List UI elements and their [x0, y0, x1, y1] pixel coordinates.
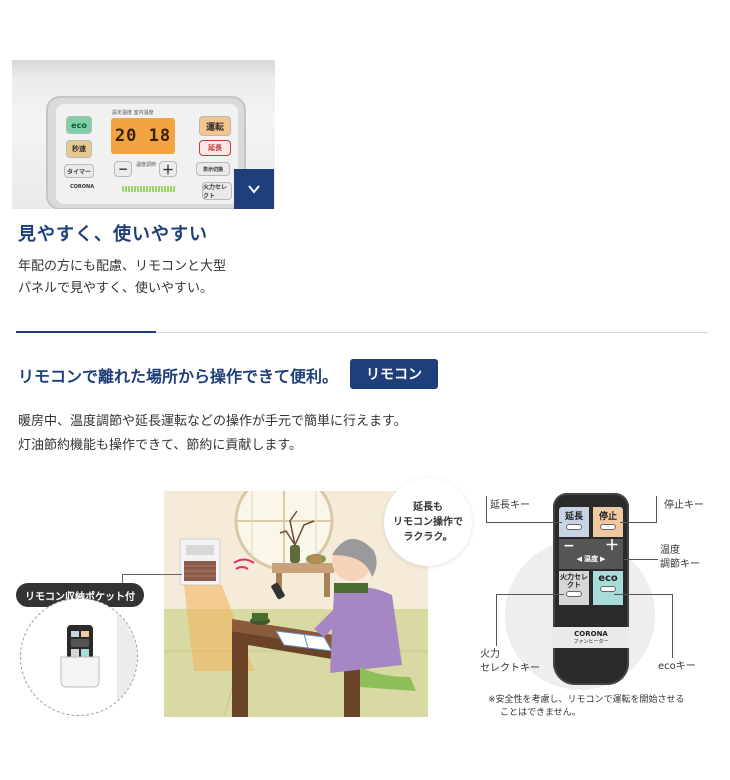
- callout-ondo: 温度 調節キー: [660, 545, 700, 570]
- control-panel-photo: eco 秒速 タイマー 設定温度 室内温度 20 18 − 温度調節 ＋ 運転 …: [12, 60, 275, 209]
- key-led-icon: [566, 591, 582, 597]
- description-line: 暖房中、温度調節や延長運転などの操作が手元で簡単に行えます。: [18, 414, 407, 429]
- speech-bubble-line: 延長も: [413, 501, 443, 513]
- expand-button[interactable]: [234, 169, 274, 209]
- panel-binkan-key: 秒速: [66, 140, 92, 158]
- remote-eco-key: eco: [593, 571, 623, 605]
- panel-karyoku-key: 火力セレクト: [202, 182, 232, 200]
- key-led-icon: [600, 586, 616, 592]
- heater-top-strip: [12, 60, 275, 82]
- remote-eco-label: eco: [598, 573, 618, 584]
- description-line: 灯油節約機能も操作できて、節約に貢献します。: [18, 438, 303, 453]
- remote-feature-description: 暖房中、温度調節や延長運転などの操作が手元で簡単に行えます。 灯油節約機能も操作…: [18, 410, 478, 458]
- panel-hyoji-key: 表示切換: [196, 162, 230, 176]
- safety-note-line: ことはできません。: [500, 708, 581, 718]
- callout-line: [620, 522, 657, 523]
- remote-ondo-plusminus: − ＋: [563, 539, 619, 553]
- callout-teishi: 停止キー: [664, 500, 704, 511]
- section-divider: [16, 332, 708, 333]
- callout-karyoku: 火力 セレクトキー: [480, 649, 540, 674]
- remote-brand-plate: CORONA ファンヒーター: [553, 627, 629, 648]
- callout-line: [486, 522, 562, 523]
- panel-unten-key: 運転: [199, 116, 231, 136]
- feature-description: 年配の方にも配慮、リモコンと大型 パネルで見やすく、使いやすい。: [18, 259, 227, 296]
- minus-icon: −: [563, 538, 575, 554]
- panel-plus-key: ＋: [159, 161, 177, 177]
- control-panel: eco 秒速 タイマー 設定温度 室内温度 20 18 − 温度調節 ＋ 運転 …: [46, 96, 246, 209]
- safety-note: ※安全性を考慮し、リモコンで運転を開始させる ことはできません。: [488, 694, 685, 720]
- callout-line: [486, 496, 487, 522]
- callout-line: [672, 594, 673, 658]
- key-led-icon: [566, 524, 582, 530]
- chevron-down-icon: [248, 185, 260, 194]
- callout-eco: ecoキー: [658, 661, 696, 672]
- control-panel-inner: eco 秒速 タイマー 設定温度 室内温度 20 18 − 温度調節 ＋ 運転 …: [56, 104, 238, 204]
- plus-icon: ＋: [605, 538, 619, 554]
- remote-teishi-key: 停止: [593, 507, 623, 537]
- pocket-callout-line: [122, 574, 123, 584]
- remote-teishi-label: 停止: [598, 512, 617, 522]
- living-room-illustration: [164, 491, 428, 717]
- panel-timer-key: タイマー: [64, 164, 94, 178]
- remote-brand-logo: CORONA: [574, 630, 608, 638]
- speech-bubble-line: リモコン操作で: [393, 516, 463, 528]
- left-arrow-icon: ◀: [576, 555, 582, 563]
- remote-pocket-detail: [20, 598, 138, 716]
- speech-bubble-line: ラクラク。: [403, 531, 453, 543]
- callout-line: [624, 559, 658, 560]
- remote-karyoku-key: 火力セレクト: [559, 571, 589, 605]
- remote-ondo-key: − ＋ ◀ 温度 ▶: [559, 539, 623, 569]
- remote-control: 延長 停止 − ＋ ◀ 温度 ▶ 火力セレクト eco CORONA ファンヒー…: [553, 493, 629, 685]
- speech-bubble-text: 延長も リモコン操作で ラクラク。: [393, 500, 463, 545]
- remote-brand-subtitle: ファンヒーター: [573, 639, 609, 645]
- panel-minus-key: −: [114, 161, 132, 177]
- lcd-display: 20 18: [111, 118, 175, 154]
- pocket-callout-line: [122, 574, 182, 575]
- panel-brand-logo: CORONA: [70, 184, 95, 190]
- panel-ondo-label: 温度調節: [135, 162, 156, 168]
- callout-line: [614, 594, 673, 595]
- feature-title: 見やすく、使いやすい: [18, 224, 208, 245]
- panel-eco-key: eco: [66, 116, 92, 134]
- panel-encho-key: 延長: [199, 140, 231, 156]
- remote-category-tag: リモコン: [350, 359, 438, 389]
- key-led-icon: [600, 524, 616, 530]
- remote-karyoku-label: 火力セレクト: [560, 573, 588, 589]
- safety-note-line: ※安全性を考慮し、リモコンで運転を開始させる: [488, 695, 685, 705]
- remote-ondo-row: ◀ 温度 ▶: [577, 554, 606, 564]
- right-arrow-icon: ▶: [600, 555, 606, 563]
- callout-line: [496, 594, 497, 646]
- lcd-caption: 設定温度 室内温度: [112, 110, 154, 116]
- section-divider-accent: [16, 331, 156, 333]
- speech-bubble: 延長も リモコン操作で ラクラク。: [384, 478, 472, 566]
- callout-encho: 延長キー: [490, 500, 530, 511]
- remote-pocket-illustration: [21, 599, 137, 715]
- remote-feature-title: リモコンで離れた場所から操作できて便利。: [18, 367, 339, 386]
- remote-encho-key: 延長: [559, 507, 589, 537]
- remote-ondo-label: 温度: [584, 555, 598, 563]
- flame-level-bar: [122, 186, 176, 192]
- callout-line: [496, 594, 564, 595]
- callout-line: [656, 496, 657, 522]
- remote-encho-label: 延長: [564, 512, 583, 522]
